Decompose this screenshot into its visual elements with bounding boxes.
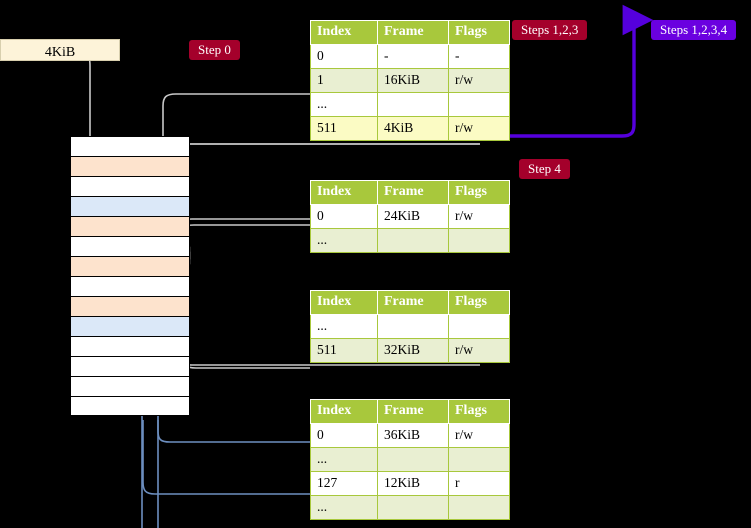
table-header-flags: Flags bbox=[448, 180, 510, 205]
table-cell: - bbox=[377, 44, 449, 69]
table-cell: ... bbox=[310, 447, 378, 472]
badge-steps-1-2-3-label: Steps 1,2,3 bbox=[521, 22, 579, 37]
memory-frame-row bbox=[70, 156, 190, 176]
table-row: 0-- bbox=[310, 44, 510, 69]
table-cell bbox=[377, 495, 449, 520]
table-header-flags: Flags bbox=[448, 290, 510, 315]
memory-frame-row bbox=[70, 276, 190, 296]
table-cell bbox=[377, 314, 449, 339]
table-cell: ... bbox=[310, 495, 378, 520]
badge-step-0: Step 0 bbox=[189, 40, 240, 60]
memory-frame-row bbox=[70, 396, 190, 416]
memory-frame-row bbox=[70, 196, 190, 216]
table-cell bbox=[377, 447, 449, 472]
table-header-frame: Frame bbox=[377, 399, 449, 424]
virtual-page-box: 4KiB bbox=[0, 39, 120, 61]
badge-steps-1-2-3: Steps 1,2,3 bbox=[512, 20, 588, 40]
table-cell: ... bbox=[310, 228, 378, 253]
table-cell: 12KiB bbox=[377, 471, 449, 496]
badge-step-4: Step 4 bbox=[519, 159, 570, 179]
memory-frame-row bbox=[70, 296, 190, 316]
table-cell: r/w bbox=[448, 116, 510, 141]
table-cell: 511 bbox=[310, 116, 378, 141]
table-cell: r/w bbox=[448, 338, 510, 363]
table-cell: r bbox=[448, 471, 510, 496]
connector-4kib-to-frame bbox=[59, 49, 102, 157]
badge-steps-1-2-3-4: Steps 1,2,3,4 bbox=[651, 20, 737, 40]
table-cell: 16KiB bbox=[377, 68, 449, 93]
table-cell: - bbox=[448, 44, 510, 69]
table-cell: ... bbox=[310, 314, 378, 339]
table-header-index: Index bbox=[310, 399, 378, 424]
table-cell bbox=[377, 228, 449, 253]
table-cell bbox=[377, 92, 449, 117]
table-cell: 1 bbox=[310, 68, 378, 93]
table-cell: 0 bbox=[310, 423, 378, 448]
table-cell bbox=[448, 92, 510, 117]
table-header-index: Index bbox=[310, 20, 378, 45]
table-cell: 127 bbox=[310, 471, 378, 496]
memory-frame-row bbox=[70, 236, 190, 256]
table-header-index: Index bbox=[310, 180, 378, 205]
table-row: ... bbox=[310, 314, 510, 339]
memory-frame-row bbox=[70, 216, 190, 236]
table-header-frame: Frame bbox=[377, 290, 449, 315]
table-cell: r/w bbox=[448, 204, 510, 229]
memory-frame-row bbox=[70, 136, 190, 156]
table-cell bbox=[448, 495, 510, 520]
physical-memory-grid bbox=[70, 136, 190, 416]
badge-step-4-label: Step 4 bbox=[528, 161, 561, 176]
memory-frame-row bbox=[70, 256, 190, 276]
table-cell: ... bbox=[310, 92, 378, 117]
table-header-flags: Flags bbox=[448, 20, 510, 45]
table-row: ... bbox=[310, 447, 510, 472]
memory-frame-row bbox=[70, 376, 190, 396]
table-row: ... bbox=[310, 92, 510, 117]
table-cell: 0 bbox=[310, 204, 378, 229]
table-header-frame: Frame bbox=[377, 20, 449, 45]
table-cell bbox=[448, 228, 510, 253]
table-cell bbox=[448, 447, 510, 472]
table-cell: 4KiB bbox=[377, 116, 449, 141]
table-cell: 36KiB bbox=[377, 423, 449, 448]
connector-grid-internal-2 bbox=[170, 311, 310, 369]
table-header-flags: Flags bbox=[448, 399, 510, 424]
table-cell: 511 bbox=[310, 338, 378, 363]
badge-steps-1-2-3-4-label: Steps 1,2,3,4 bbox=[660, 22, 728, 37]
badge-step-0-label: Step 0 bbox=[198, 42, 231, 57]
table-cell: 24KiB bbox=[377, 204, 449, 229]
table-header-index: Index bbox=[310, 290, 378, 315]
memory-frame-row bbox=[70, 356, 190, 376]
connector-grid-curve-a bbox=[176, 143, 480, 182]
table-cell: r/w bbox=[448, 423, 510, 448]
memory-frame-row bbox=[70, 176, 190, 196]
memory-frame-row bbox=[70, 336, 190, 356]
table-row: ... bbox=[310, 228, 510, 253]
virtual-page-label: 4KiB bbox=[44, 45, 76, 60]
table-cell bbox=[448, 314, 510, 339]
table-cell: r/w bbox=[448, 68, 510, 93]
table-cell: 32KiB bbox=[377, 338, 449, 363]
table-header-frame: Frame bbox=[377, 180, 449, 205]
memory-frame-row bbox=[70, 316, 190, 336]
table-cell: 0 bbox=[310, 44, 378, 69]
table-row: ... bbox=[310, 495, 510, 520]
